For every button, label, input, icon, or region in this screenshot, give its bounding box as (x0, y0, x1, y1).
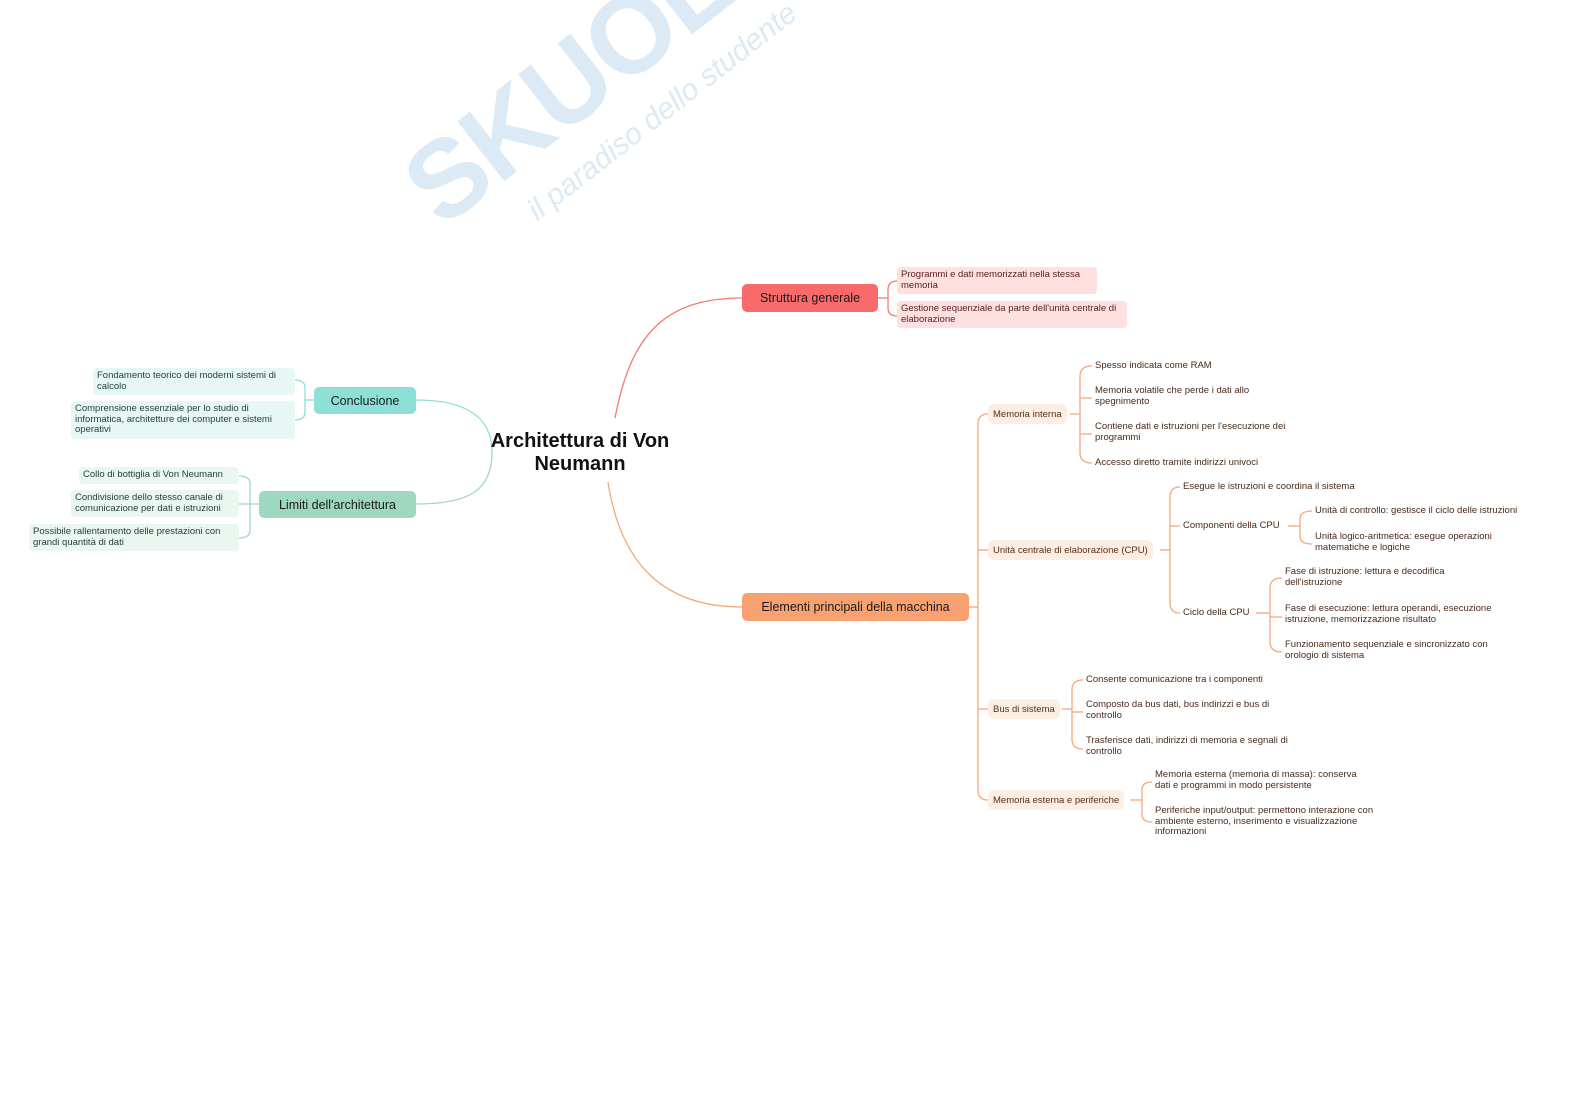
subtopic-memoria-interna[interactable]: Memoria interna (988, 404, 1067, 424)
bus-item[interactable]: Consente comunicazione tra i componenti (1086, 674, 1263, 685)
cpu-item[interactable]: Esegue le istruzioni e coordina il siste… (1183, 481, 1355, 492)
memoria-interna-item[interactable]: Spesso indicata come RAM (1095, 360, 1212, 371)
componenti-item[interactable]: Unità di controllo: gestisce il ciclo de… (1315, 505, 1518, 516)
topic-elementi-principali[interactable]: Elementi principali della macchina (742, 593, 969, 621)
esterna-item[interactable]: Periferiche input/output: permettono int… (1155, 805, 1374, 837)
subtopic-memoria-esterna[interactable]: Memoria esterna e periferiche (988, 790, 1125, 810)
subtopic-cpu[interactable]: Unità centrale di elaborazione (CPU) (988, 540, 1153, 560)
subtopic-bus[interactable]: Bus di sistema (988, 699, 1060, 719)
ciclo-item[interactable]: Fase di istruzione: lettura e decodifica… (1285, 566, 1445, 588)
limiti-item[interactable]: Possibile rallentamento delle prestazion… (29, 524, 239, 551)
conclusione-item[interactable]: Comprensione essenziale per lo studio di… (71, 401, 295, 439)
struttura-item[interactable]: Gestione sequenziale da parte dell'unità… (897, 301, 1127, 328)
limiti-item[interactable]: Condivisione dello stesso canale di comu… (71, 490, 239, 517)
ciclo-item[interactable]: Funzionamento sequenziale e sincronizzat… (1285, 639, 1488, 661)
bus-item[interactable]: Composto da bus dati, bus indirizzi e bu… (1086, 699, 1270, 721)
struttura-item[interactable]: Programmi e dati memorizzati nella stess… (897, 267, 1097, 294)
topic-struttura-generale[interactable]: Struttura generale (742, 284, 878, 312)
ciclo-item[interactable]: Fase di esecuzione: lettura operandi, es… (1285, 603, 1492, 625)
cpu-componenti[interactable]: Componenti della CPU (1183, 520, 1280, 531)
esterna-item[interactable]: Memoria esterna (memoria di massa): cons… (1155, 769, 1357, 791)
topic-conclusione[interactable]: Conclusione (314, 387, 416, 414)
memoria-interna-item[interactable]: Memoria volatile che perde i dati allo s… (1095, 385, 1250, 407)
topic-limiti[interactable]: Limiti dell'architettura (259, 491, 416, 518)
memoria-interna-item[interactable]: Accesso diretto tramite indirizzi univoc… (1095, 457, 1259, 468)
conclusione-item[interactable]: Fondamento teorico dei moderni sistemi d… (93, 368, 295, 395)
memoria-interna-item[interactable]: Contiene dati e istruzioni per l'esecuzi… (1095, 421, 1286, 443)
bus-item[interactable]: Trasferisce dati, indirizzi di memoria e… (1086, 735, 1288, 757)
cpu-ciclo[interactable]: Ciclo della CPU (1183, 607, 1250, 618)
componenti-item[interactable]: Unità logico-aritmetica: esegue operazio… (1315, 531, 1492, 553)
limiti-item[interactable]: Collo di bottiglia di Von Neumann (79, 467, 239, 484)
central-topic[interactable]: Architettura di Von Neumann (490, 430, 670, 475)
